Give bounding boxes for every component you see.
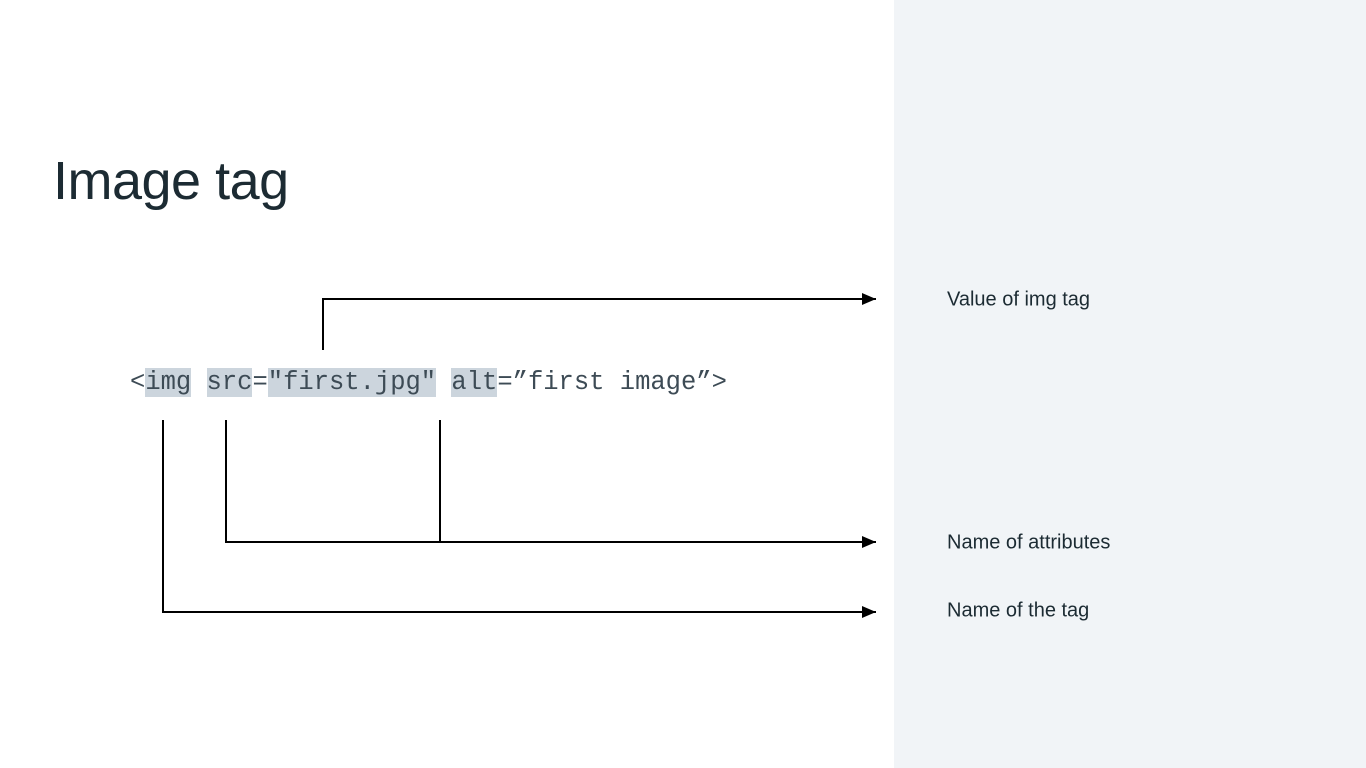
code-tag-name: img	[145, 368, 192, 397]
slide-title: Image tag	[53, 151, 289, 211]
label-attributes: Name of attributes	[947, 531, 1111, 554]
attributes-connector	[225, 420, 876, 548]
code-attr-alt: alt	[451, 368, 498, 397]
value-connector	[322, 293, 876, 350]
code-rest: =”first image”>	[497, 368, 727, 397]
label-tag: Name of the tag	[947, 599, 1090, 622]
code-value-src: "first.jpg"	[267, 368, 437, 397]
code-attr-src: src	[206, 368, 253, 397]
code-open-bracket: <	[130, 368, 146, 397]
label-value: Value of img tag	[947, 288, 1091, 311]
right-panel	[894, 0, 1366, 768]
tag-connector	[162, 420, 876, 618]
code-snippet: <img src="first.jpg" alt=”first image”>	[130, 362, 727, 404]
code-equals: =	[252, 368, 268, 397]
